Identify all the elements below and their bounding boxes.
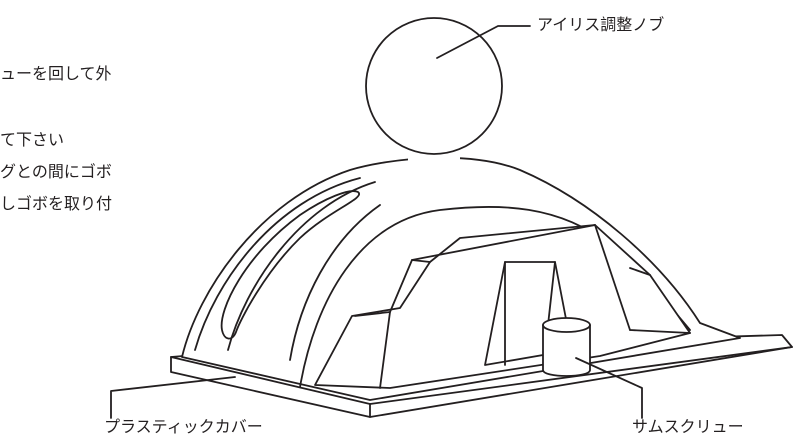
iris-knob-leader [436, 25, 531, 59]
instruction-line-4: しゴボを取り付 [0, 194, 113, 213]
instruction-line-3: グとの間にゴボ [0, 162, 112, 181]
thumb-screw [542, 317, 591, 377]
plastic-cover-leader [110, 376, 236, 419]
label-thumb-screw: サムスクリュー [632, 417, 744, 436]
iris-knob [365, 17, 503, 186]
label-iris-knob: アイリス調整ノブ [537, 15, 665, 34]
thumb-screw-leader [575, 357, 643, 419]
instruction-line-2: て下さい [0, 130, 65, 149]
label-plastic-cover: プラスティックカバー [104, 417, 263, 436]
instruction-line-1: ューを回して外 [0, 64, 112, 83]
